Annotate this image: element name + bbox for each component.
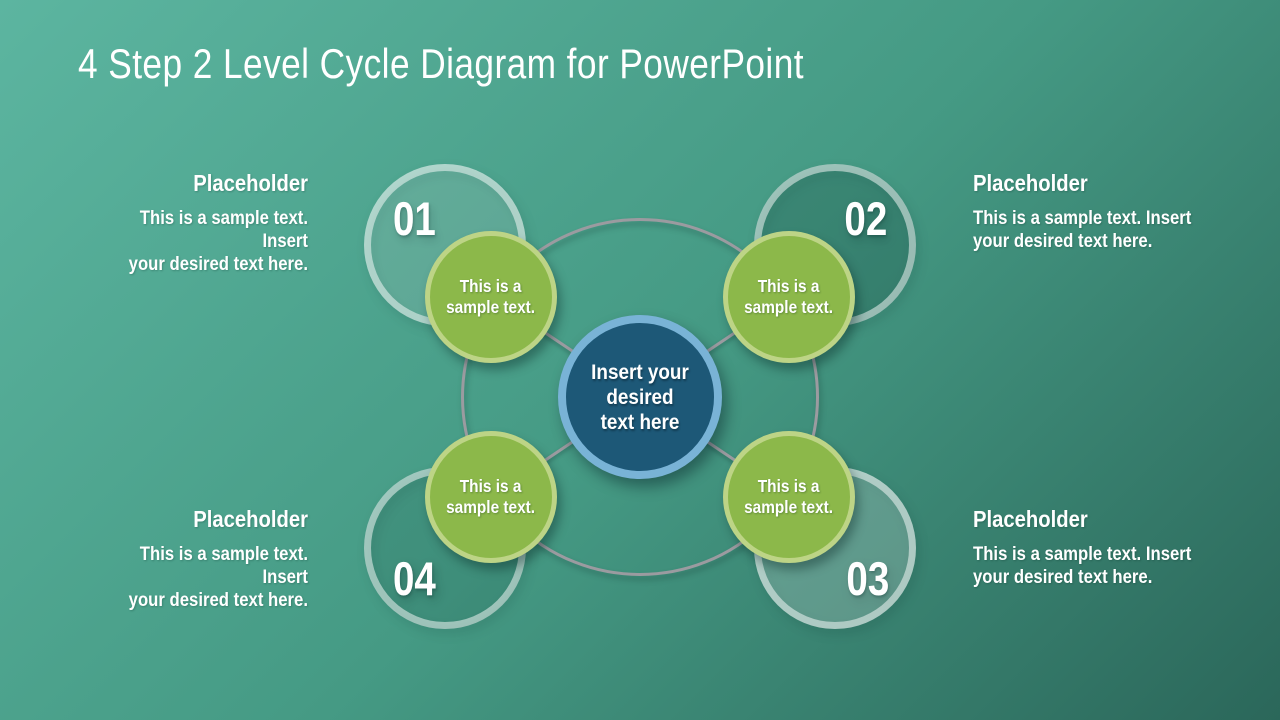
sample-text-line2: sample text. xyxy=(744,497,834,517)
sample-circle-04: This is a sample text. xyxy=(425,431,557,563)
placeholder-body-line: This is a sample text. Insert xyxy=(973,544,1192,565)
placeholder-body-line: your desired text here. xyxy=(128,254,308,275)
step-number-01: 01 xyxy=(393,192,436,245)
placeholder-body-line: This is a sample text. Insert xyxy=(139,208,308,252)
step-number-03: 03 xyxy=(846,552,889,605)
placeholder-title: Placeholder xyxy=(973,170,1088,196)
placeholder-body-line: your desired text here. xyxy=(128,590,308,611)
step-number-04: 04 xyxy=(393,552,436,605)
placeholder-block-top-right: Placeholder This is a sample text. Inser… xyxy=(973,170,1193,253)
sample-text-line1: This is a xyxy=(460,276,522,296)
placeholder-body-line: your desired text here. xyxy=(973,567,1153,588)
center-text-line1: Insert your desired xyxy=(591,360,689,409)
center-text-line2: text here xyxy=(600,410,680,434)
slide-title: 4 Step 2 Level Cycle Diagram for PowerPo… xyxy=(78,40,804,87)
sample-text-line1: This is a xyxy=(758,476,820,496)
placeholder-block-bottom-right: Placeholder This is a sample text. Inser… xyxy=(973,506,1193,589)
sample-circle-text: This is a sample text. xyxy=(446,276,535,318)
sample-text-line1: This is a xyxy=(758,276,820,296)
placeholder-block-bottom-left: Placeholder This is a sample text. Inser… xyxy=(104,506,308,612)
placeholder-body-line: your desired text here. xyxy=(973,231,1153,252)
sample-circle-03: This is a sample text. xyxy=(723,431,855,563)
step-number-02: 02 xyxy=(844,192,887,245)
orbit-ring xyxy=(461,218,819,576)
center-circle-text: Insert your desired text here xyxy=(573,360,706,435)
sample-circle-text: This is a sample text. xyxy=(744,276,833,318)
center-circle: Insert your desired text here xyxy=(558,315,722,479)
placeholder-block-top-left: Placeholder This is a sample text. Inser… xyxy=(104,170,308,276)
sample-text-line1: This is a xyxy=(460,476,522,496)
placeholder-title: Placeholder xyxy=(193,170,308,196)
sample-text-line2: sample text. xyxy=(446,497,536,517)
sample-circle-02: This is a sample text. xyxy=(723,231,855,363)
sample-text-line2: sample text. xyxy=(446,297,536,317)
sample-circle-text: This is a sample text. xyxy=(744,476,833,518)
sample-circle-01: This is a sample text. xyxy=(425,231,557,363)
placeholder-body-line: This is a sample text. Insert xyxy=(973,208,1192,229)
sample-text-line2: sample text. xyxy=(744,297,834,317)
placeholder-body-line: This is a sample text. Insert xyxy=(139,544,308,588)
placeholder-title: Placeholder xyxy=(973,506,1088,532)
placeholder-title: Placeholder xyxy=(193,506,308,532)
sample-circle-text: This is a sample text. xyxy=(446,476,535,518)
